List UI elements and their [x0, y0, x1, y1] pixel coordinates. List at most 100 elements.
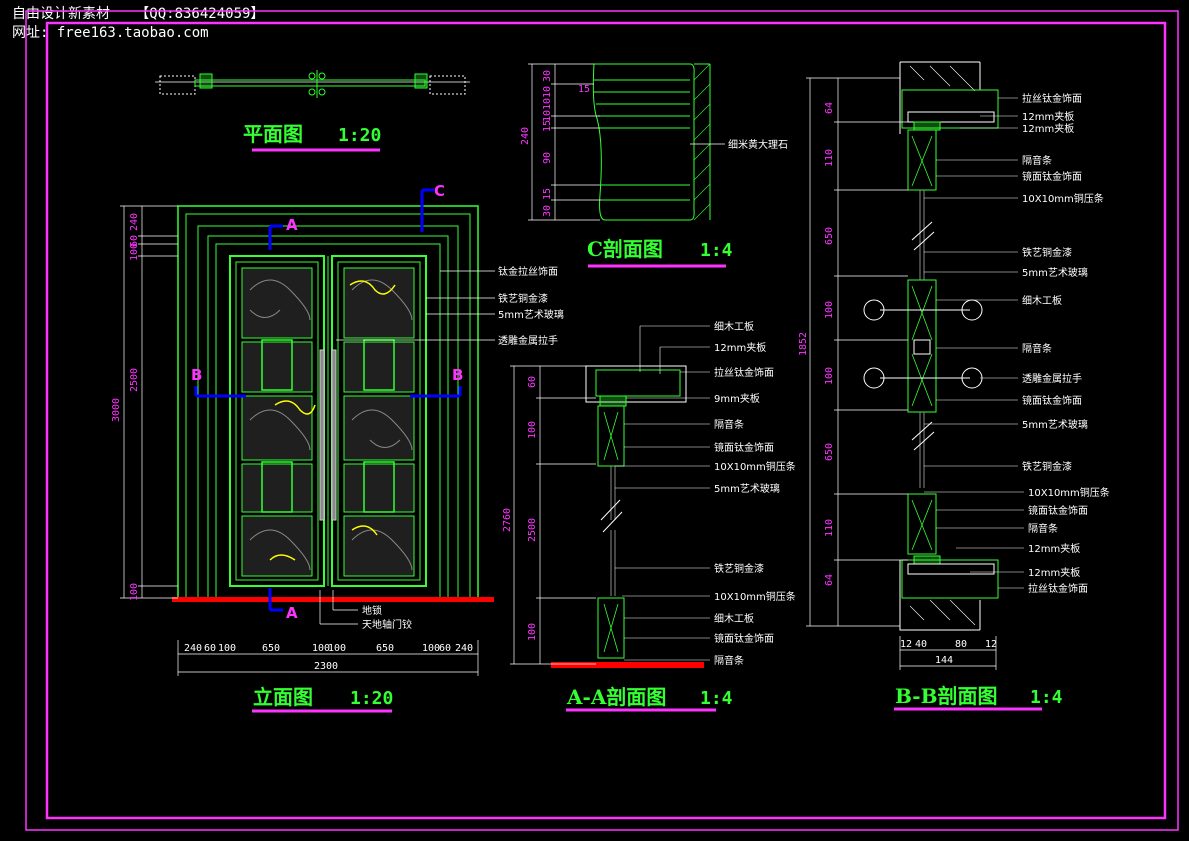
aa-label-2: 拉丝钛金饰面 — [714, 366, 774, 379]
c-section-dims: 30 10 10 10 15 90 15 30 240 15 — [520, 70, 590, 217]
bb-label-10: 透雕金属拉手 — [1022, 372, 1082, 385]
bb-labels: 拉丝钛金饰面 12mm夹板 12mm夹板 隔音条 镜面钛金饰面 10X10mm铜… — [1022, 92, 1110, 595]
aa-label-8: 铁艺铜金漆 — [714, 562, 764, 575]
watermark-line-1: 自由设计新素材 【QQ:836424059】 — [12, 6, 265, 22]
bb-label-12: 5mm艺术玻璃 — [1022, 418, 1088, 431]
c-section-label: 细米黄大理石 — [728, 138, 788, 151]
c-section-dimension-lines — [528, 63, 725, 221]
bb-label-6: 铁艺铜金漆 — [1022, 246, 1072, 259]
mark-c: C — [434, 182, 445, 200]
elevation-leaders — [319, 270, 495, 625]
cdim-small: 15 — [578, 84, 590, 95]
aadim-0: 60 — [527, 376, 538, 388]
elev-bottom-label-0: 地锁 — [362, 604, 382, 617]
bb-label-15: 镜面钛金饰面 — [1028, 504, 1088, 517]
bb-leaders — [924, 97, 1024, 589]
aa-dimension-lines — [510, 365, 596, 665]
bbdim-7: 64 — [824, 574, 835, 586]
elev-dim-100: 100 — [129, 243, 140, 261]
plan-view — [155, 70, 470, 98]
bb-section-scale: 1:4 — [1030, 687, 1063, 708]
aa-dims: 60 100 2500 100 2760 — [502, 376, 538, 641]
aa-label-1: 12mm夹板 — [714, 341, 766, 354]
bb-bottom-dims: 12 40 80 12 144 — [900, 639, 997, 666]
cdim-0: 30 — [542, 70, 553, 82]
bb-dims: 64 110 650 100 100 650 110 64 1852 — [798, 102, 835, 586]
bbdim-3: 100 — [824, 301, 835, 319]
bb-bdim-0: 12 — [900, 639, 912, 650]
plan-title: 平面图 — [243, 122, 303, 146]
bbdim-4: 100 — [824, 367, 835, 385]
cdim-total: 240 — [520, 127, 531, 145]
elevation-scale: 1:20 — [350, 688, 393, 709]
cdim-5: 90 — [542, 152, 553, 164]
elevation-left-dims: 240 60 100 2500 100 3000 — [111, 213, 140, 601]
cdim-3: 10 — [542, 110, 553, 122]
bbdim-2: 650 — [824, 227, 835, 245]
cdim-2: 10 — [542, 98, 553, 110]
elev-label-1: 铁艺铜金漆 — [498, 292, 548, 305]
aadim-total: 2760 — [502, 508, 513, 532]
mark-b-left: B — [191, 366, 202, 384]
bb-section-view — [863, 61, 999, 631]
elevation-title: 立面图 — [253, 685, 313, 709]
aa-label-12: 隔音条 — [714, 654, 744, 667]
bbdim-5: 650 — [824, 443, 835, 461]
watermark-line-2: 网址: free163.taobao.com — [12, 25, 209, 41]
bdim-1: 60 — [204, 643, 216, 654]
elev-label-3: 透雕金属拉手 — [498, 334, 558, 347]
elevation-bottom-dimension-lines — [177, 640, 479, 676]
bb-label-7: 5mm艺术玻璃 — [1022, 266, 1088, 279]
elev-dim-240: 240 — [129, 213, 140, 231]
aadim-2: 2500 — [527, 518, 538, 542]
bdim-5: 100 — [328, 643, 346, 654]
cdim-6: 15 — [542, 188, 553, 200]
bb-bdim-1: 40 — [915, 639, 927, 650]
c-section-title: C剖面图 — [587, 237, 663, 261]
bdim-4: 100 — [312, 643, 330, 654]
elevation-bottom-dims: 240 60 100 650 100 100 650 100 60 240 23… — [184, 643, 473, 672]
bb-label-1: 12mm夹板 — [1022, 110, 1074, 123]
bbdim-6: 110 — [824, 519, 835, 537]
aa-label-4: 隔音条 — [714, 418, 744, 431]
aadim-3: 100 — [527, 623, 538, 641]
bdim-7: 100 — [422, 643, 440, 654]
aa-labels: 细木工板 12mm夹板 拉丝钛金饰面 9mm夹板 隔音条 镜面钛金饰面 10X1… — [714, 320, 796, 667]
bb-bdim-2: 80 — [955, 639, 967, 650]
aadim-1: 100 — [527, 421, 538, 439]
plan-scale: 1:20 — [338, 125, 381, 146]
elev-dim-2500: 2500 — [129, 368, 140, 392]
bb-label-9: 隔音条 — [1022, 342, 1052, 355]
aa-section-scale: 1:4 — [700, 688, 733, 709]
elev-label-0: 钛金拉丝饰面 — [498, 265, 558, 278]
bb-label-5: 10X10mm铜压条 — [1022, 192, 1104, 205]
bb-label-2: 12mm夹板 — [1022, 122, 1074, 135]
bb-label-14: 10X10mm铜压条 — [1028, 486, 1110, 499]
aa-floor-line — [551, 662, 704, 668]
bdim-2: 100 — [218, 643, 236, 654]
elev-label-2: 5mm艺术玻璃 — [498, 308, 564, 321]
aa-section-title: A-A剖面图 — [566, 685, 666, 709]
bb-section-title: B-B剖面图 — [895, 684, 997, 708]
bb-bdim-3: 12 — [985, 639, 997, 650]
aa-section-view — [585, 365, 687, 659]
elev-dim-60: 60 — [129, 235, 140, 247]
bdim-6: 650 — [376, 643, 394, 654]
bb-label-3: 隔音条 — [1022, 154, 1052, 167]
aa-leaders — [615, 325, 710, 661]
bdim-9: 240 — [455, 643, 473, 654]
bb-label-16: 隔音条 — [1028, 522, 1058, 535]
bb-label-18: 12mm夹板 — [1028, 566, 1080, 579]
bb-label-8: 细木工板 — [1022, 294, 1062, 307]
bbdim-0: 64 — [824, 102, 835, 114]
bb-label-11: 镜面钛金饰面 — [1022, 394, 1082, 407]
cdim-7: 30 — [542, 205, 553, 217]
mark-a-top: A — [286, 216, 298, 234]
mark-b-right: B — [452, 366, 463, 384]
bdim-0: 240 — [184, 643, 202, 654]
bb-dimension-lines — [806, 77, 997, 670]
aa-label-5: 镜面钛金饰面 — [714, 441, 774, 454]
section-markers — [194, 188, 462, 612]
elev-dim-100-bottom: 100 — [129, 583, 140, 601]
elev-bottom-label-1: 天地轴门铰 — [362, 618, 412, 631]
